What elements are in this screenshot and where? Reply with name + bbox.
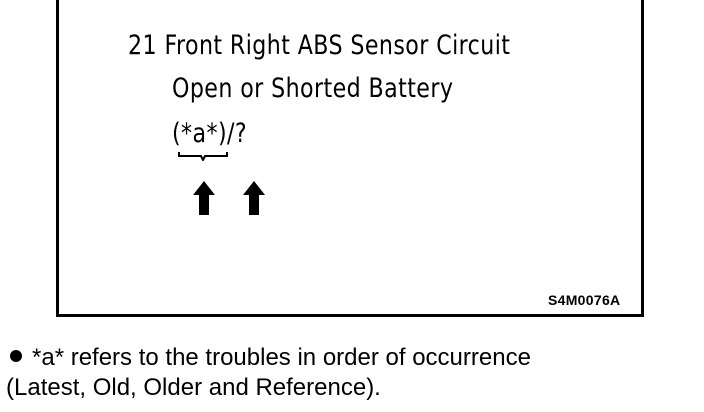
trouble-code-description: Open or Shorted Battery: [172, 73, 454, 104]
brace-icon: [178, 152, 228, 161]
diagnostic-display-frame: [56, 0, 644, 317]
up-arrow-icon: [243, 181, 265, 215]
up-arrow-icon: [193, 181, 215, 215]
footnote-line-one: *a* refers to the troubles in order of o…: [6, 343, 531, 373]
trouble-occurrence-indicator: (*a*)/?: [172, 118, 248, 149]
footnote: *a* refers to the troubles in order of o…: [6, 343, 531, 403]
bullet-icon: [10, 350, 22, 362]
footnote-line-two: (Latest, Old, Older and Reference).: [6, 374, 381, 401]
figure-reference-code: S4M0076A: [548, 292, 621, 308]
trouble-code-title: 21 Front Right ABS Sensor Circuit: [128, 30, 511, 61]
footnote-text-one: *a* refers to the troubles in order of o…: [32, 344, 531, 371]
